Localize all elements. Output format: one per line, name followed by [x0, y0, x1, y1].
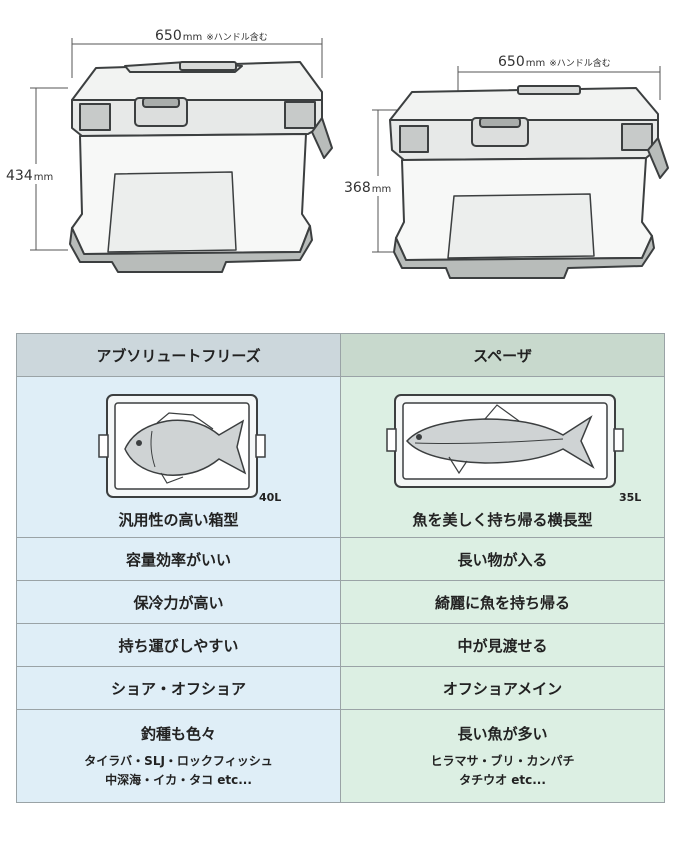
left-feature-1: 容量効率がいい	[16, 537, 341, 581]
right-image-cell: 35L 魚を美しく持ち帰る横長型	[340, 376, 665, 538]
left-header: アブソリュートフリーズ	[16, 333, 341, 377]
right-feature-1: 長い物が入る	[340, 537, 665, 581]
right-width-value: 650	[498, 54, 525, 70]
cooler-interior-with-seabream-icon	[98, 394, 266, 498]
right-fishing-title: 長い魚が多い	[457, 724, 548, 743]
right-tagline: 魚を美しく持ち帰る横長型	[412, 511, 593, 529]
svg-text:650mm※ハンドル含む: 650mm※ハンドル含む	[155, 28, 268, 44]
right-fishing-line-2: タチウオ etc...	[459, 772, 546, 787]
left-image-cell: 40L 汎用性の高い箱型	[16, 376, 341, 538]
svg-text:650mm※ハンドル含む: 650mm※ハンドル含む	[498, 54, 611, 70]
left-feature-4: ショア・オフショア	[16, 666, 341, 710]
right-fishing-types-cell: 長い魚が多い ヒラマサ・ブリ・カンパチ タチウオ etc...	[340, 709, 665, 803]
right-cooler-drawing	[389, 85, 669, 279]
right-feature-2: 綺麗に魚を持ち帰る	[340, 580, 665, 624]
left-feature-3: 持ち運びしやすい	[16, 623, 341, 667]
left-fishing-title: 釣種も色々	[140, 724, 216, 743]
left-fishing-types-cell: 釣種も色々 タイラバ・SLJ・ロックフィッシュ 中深海・イカ・タコ etc...	[16, 709, 341, 803]
right-volume: 35L	[619, 491, 642, 504]
svg-text:434mm: 434mm	[6, 168, 53, 184]
left-height-value: 434	[6, 168, 33, 184]
left-width-value: 650	[155, 28, 182, 44]
right-fishing-line-1: ヒラマサ・ブリ・カンパチ	[430, 753, 575, 768]
left-height-dimension: 434mm	[2, 87, 68, 251]
right-header: スペーザ	[340, 333, 665, 377]
cooler-illustrations: 650mm※ハンドル含む 434mm 650mm※ハンドル含む	[2, 28, 669, 279]
cooler-interior-with-yellowtail-icon	[386, 394, 624, 488]
svg-text:368mm: 368mm	[344, 180, 391, 196]
left-feature-2: 保冷力が高い	[16, 580, 341, 624]
left-fishing-line-2: 中深海・イカ・タコ etc...	[105, 772, 252, 787]
right-feature-4: オフショアメイン	[340, 666, 665, 710]
left-cooler-drawing	[69, 61, 333, 273]
left-volume: 40L	[259, 491, 282, 504]
left-fishing-line-1: タイラバ・SLJ・ロックフィッシュ	[84, 753, 273, 768]
right-feature-3: 中が見渡せる	[340, 623, 665, 667]
right-height-value: 368	[344, 180, 371, 196]
comparison-table: アブソリュートフリーズ スペーザ 40L 汎用性の高い箱型	[16, 333, 665, 803]
left-width-dimension: 650mm※ハンドル含む	[71, 28, 323, 78]
right-width-dimension: 650mm※ハンドル含む	[457, 54, 661, 100]
right-height-dimension: 368mm	[342, 109, 410, 253]
left-tagline: 汎用性の高い箱型	[118, 511, 239, 529]
